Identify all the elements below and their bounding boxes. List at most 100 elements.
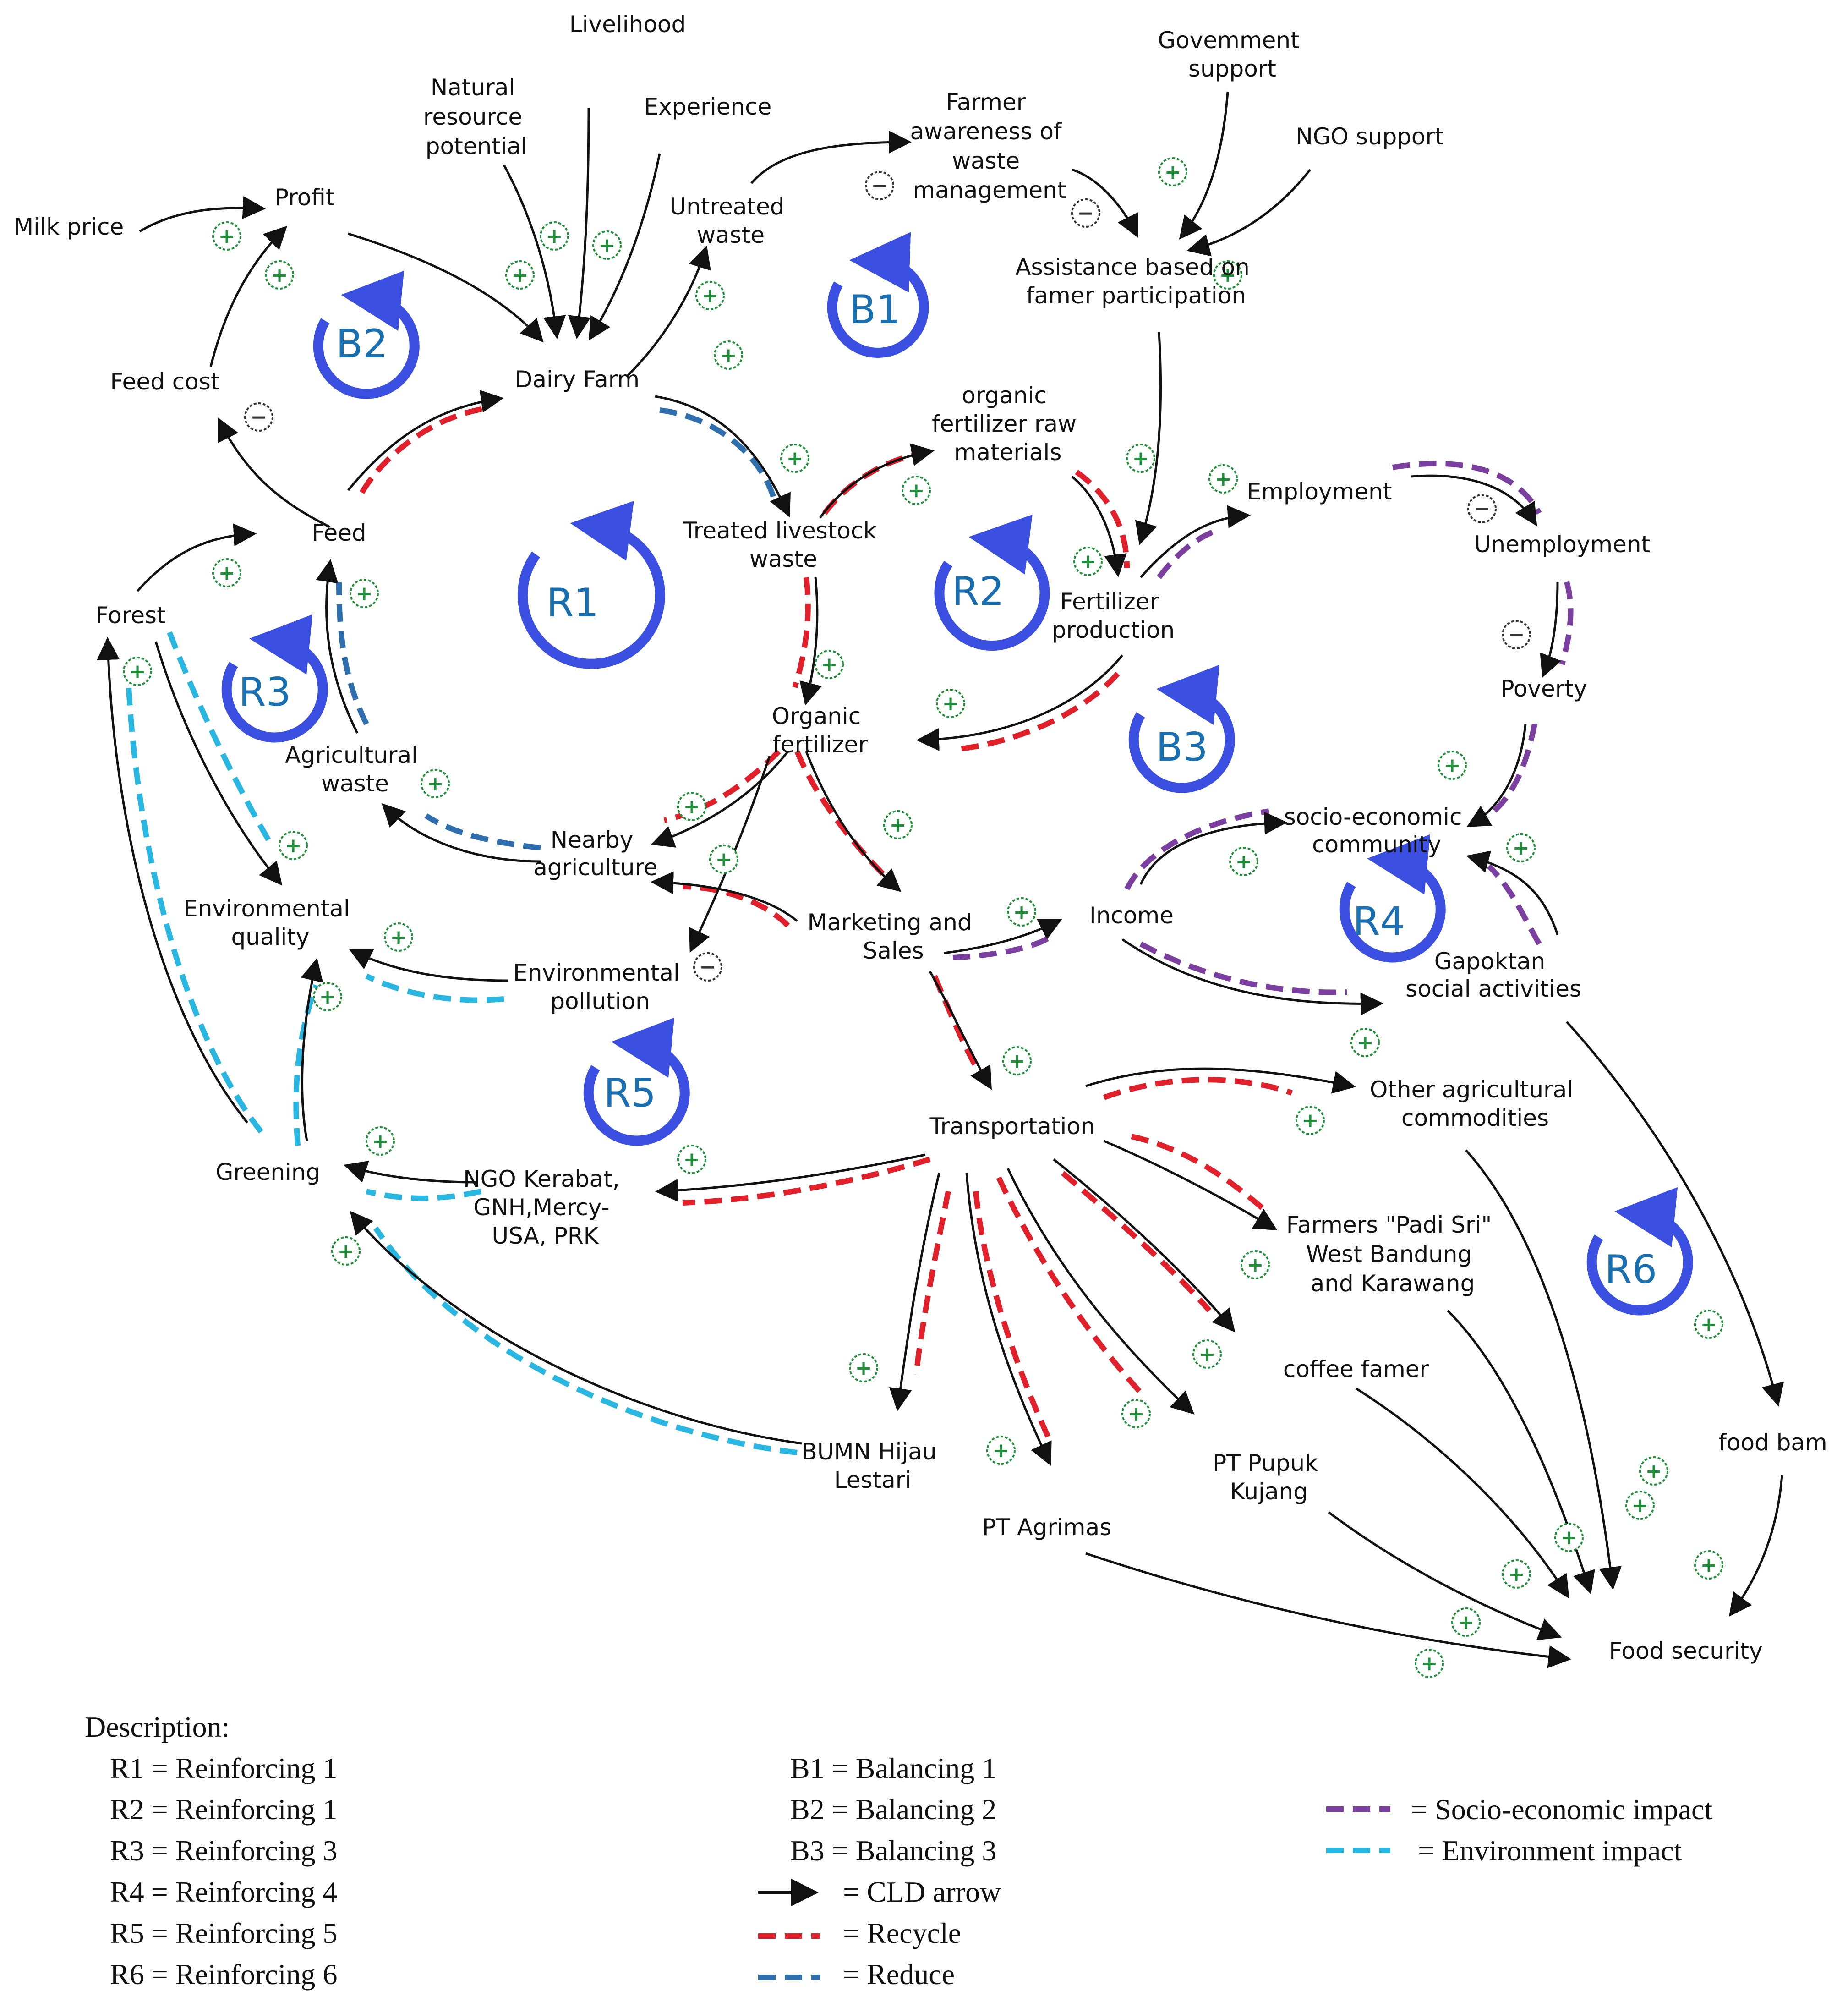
node-pt-agrimas: PT Agrimas: [982, 1514, 1111, 1541]
arrow-income-gapoktan: [1121, 938, 1383, 1015]
svg-text:+: +: [356, 582, 373, 605]
reduce-nearby-agri: [424, 813, 541, 850]
recycle-transport-padi: [1131, 1134, 1266, 1212]
svg-text:+: +: [1508, 1563, 1525, 1586]
svg-text:−: −: [1077, 202, 1094, 225]
node-environmental-quality: Environmental quality: [183, 895, 357, 950]
node-income: Income: [1089, 902, 1174, 929]
reduce-dairy-treated: [659, 407, 777, 500]
node-natural-resource: Natural resource potential: [423, 74, 530, 159]
node-padi-sri: Farmers "Padi Sri" West Bandung and Kara…: [1286, 1212, 1499, 1297]
plus-sign: +: [331, 1236, 361, 1266]
socio-marketing-income: [952, 932, 1055, 960]
node-organic-raw: organic fertilizer raw materials: [932, 382, 1084, 466]
arrow-greening-forest: [97, 637, 248, 1124]
arrow-feedcost-profit: [209, 225, 288, 367]
socio-employ-unemploy: [1392, 461, 1542, 515]
plus-sign: +: [123, 657, 152, 686]
arrow-feed-dairy: [347, 389, 504, 491]
svg-text:+: +: [1513, 836, 1530, 860]
legend-environment: = Environment impact: [1418, 1834, 1682, 1867]
svg-text:+: +: [1165, 160, 1181, 184]
plus-sign: +: [714, 340, 743, 370]
arrow-transport-bumn: [889, 1173, 940, 1411]
node-forest: Forest: [95, 602, 165, 629]
svg-text:R6: R6: [1605, 1247, 1657, 1293]
plus-sign: +: [883, 810, 913, 839]
arrow-milk-profit: [139, 196, 266, 233]
node-ngo-support: NGO support: [1296, 123, 1443, 150]
plus-sign: +: [1208, 464, 1238, 494]
svg-text:+: +: [1199, 1343, 1216, 1366]
plus-sign: +: [1694, 1310, 1723, 1339]
arrow-forest-feed: [137, 523, 257, 592]
node-livelihood: Livelihood: [569, 11, 686, 38]
plus-sign: +: [212, 221, 241, 251]
arrow-greening-envquality: [301, 958, 323, 1141]
arrow-forest-envquality: [154, 641, 283, 886]
svg-text:+: +: [338, 1240, 355, 1263]
plus-sign: +: [1639, 1456, 1668, 1486]
plus-sign: +: [1007, 897, 1036, 927]
node-bumn: BUMN Hijau Lestari: [802, 1438, 944, 1493]
legend-r5: R5 = Reinforcing 5: [110, 1917, 337, 1949]
node-food-security: Food security: [1609, 1638, 1762, 1664]
svg-text:+: +: [1302, 1109, 1319, 1132]
node-unemployment: Unemployment: [1474, 531, 1650, 558]
arrow-government-assistance: [1179, 91, 1229, 240]
svg-text:+: +: [1128, 1402, 1145, 1426]
arrow-agri-feed: [316, 559, 359, 734]
arrow-unemploy-poverty: [1540, 581, 1562, 678]
svg-text:+: +: [219, 225, 235, 248]
svg-text:+: +: [993, 1439, 1010, 1462]
arrow-transport-other: [1085, 1067, 1356, 1094]
svg-text:−: −: [1508, 623, 1525, 647]
arrow-marketing-income: [943, 919, 1062, 954]
plus-sign: +: [1350, 1028, 1380, 1057]
svg-text:+: +: [1219, 263, 1236, 287]
recycle-transport-ngo: [682, 1157, 931, 1206]
svg-text:+: +: [1357, 1031, 1374, 1054]
svg-text:+: +: [683, 1148, 700, 1171]
loop-icon-r2: R2: [934, 515, 1050, 651]
arrow-transport-padi: [1104, 1140, 1278, 1231]
arrow-awareness-assistance: [1072, 168, 1138, 238]
arrow-raw-fert: [1071, 476, 1127, 577]
svg-text:+: +: [855, 1356, 872, 1380]
arrow-treated-raw: [819, 443, 935, 519]
arrow-pollution-envquality: [349, 949, 509, 982]
plus-sign: +: [279, 831, 308, 860]
plus-sign: +: [1192, 1339, 1222, 1369]
svg-text:−: −: [871, 174, 888, 197]
node-government-support: Govemment support: [1158, 27, 1307, 82]
loop-icon-r3: R3: [221, 614, 328, 743]
plus-sign: +: [1241, 1250, 1270, 1279]
svg-text:+: +: [372, 1130, 389, 1153]
loop-icon-b3: B3: [1128, 664, 1235, 793]
svg-text:B3: B3: [1156, 724, 1208, 770]
recycle-organic-marketing: [794, 750, 891, 882]
plus-sign: +: [1415, 1649, 1444, 1678]
svg-text:+: +: [1458, 1611, 1475, 1634]
arrow-agrimas-foodsec: [1085, 1552, 1571, 1668]
loop-icon-r1: R1: [517, 501, 665, 669]
plus-sign: +: [350, 579, 379, 608]
arrow-poverty-socio: [1466, 724, 1527, 827]
socio-income-socio: [1124, 808, 1269, 890]
legend-b3: B3 = Balancing 3: [790, 1834, 996, 1867]
recycle-marketing-nearby: [682, 884, 790, 928]
svg-text:+: +: [1247, 1253, 1264, 1277]
svg-text:+: +: [319, 985, 336, 1009]
arrow-ngo-greening: [344, 1161, 477, 1184]
recycle-transport-coffee: [1061, 1171, 1212, 1312]
svg-text:+: +: [821, 653, 838, 676]
svg-text:+: +: [890, 813, 907, 837]
legend-r1: R1 = Reinforcing 1: [110, 1752, 337, 1784]
svg-text:+: +: [1632, 1494, 1649, 1517]
minus-sign: −: [1071, 198, 1100, 228]
legend-b2: B2 = Balancing 2: [790, 1793, 996, 1826]
svg-text:+: +: [1646, 1459, 1662, 1483]
node-transportation: Transportation: [929, 1113, 1095, 1140]
env-greening-envquality: [293, 984, 319, 1146]
